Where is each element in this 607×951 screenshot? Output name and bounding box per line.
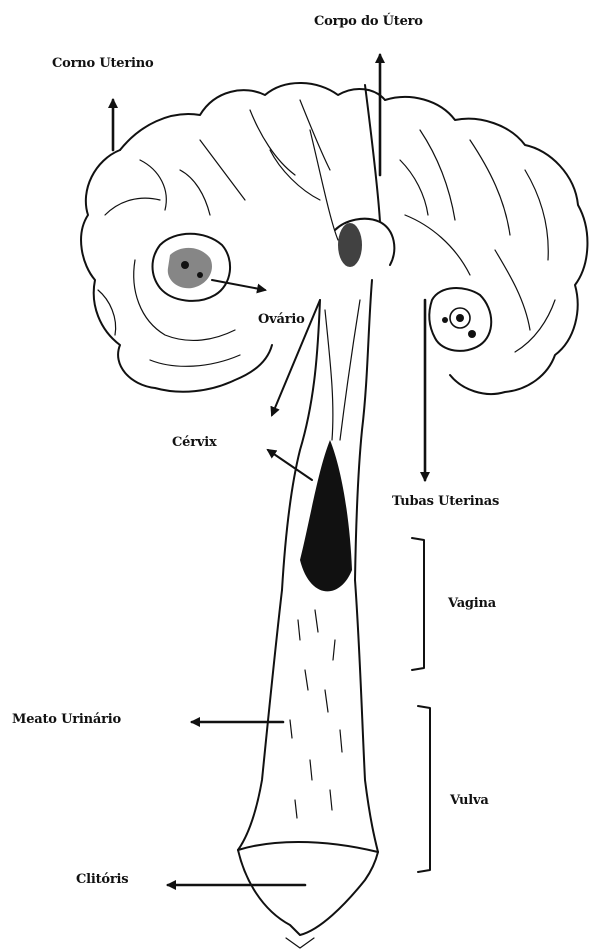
label-corno-uterino: Corno Uterino (52, 56, 153, 71)
label-vagina: Vagina (448, 596, 496, 611)
label-cervix: Cérvix (172, 435, 217, 450)
vagina-bracket (412, 538, 424, 670)
label-clitoris: Clitóris (76, 872, 128, 887)
vulva-region (238, 580, 378, 948)
right-ovary (429, 288, 491, 351)
label-corpo-do-utero: Corpo do Útero (314, 14, 423, 29)
label-meato-urinario: Meato Urinário (12, 712, 121, 727)
uterine-body (310, 85, 394, 267)
label-tubas-uterinas: Tubas Uterinas (392, 494, 499, 509)
annotation-arrows (113, 55, 425, 885)
label-vulva: Vulva (450, 793, 489, 808)
right-uterine-horn (385, 97, 587, 394)
vulva-bracket (418, 706, 430, 872)
label-ovario: Ovário (258, 312, 305, 327)
left-ovary (153, 234, 231, 301)
